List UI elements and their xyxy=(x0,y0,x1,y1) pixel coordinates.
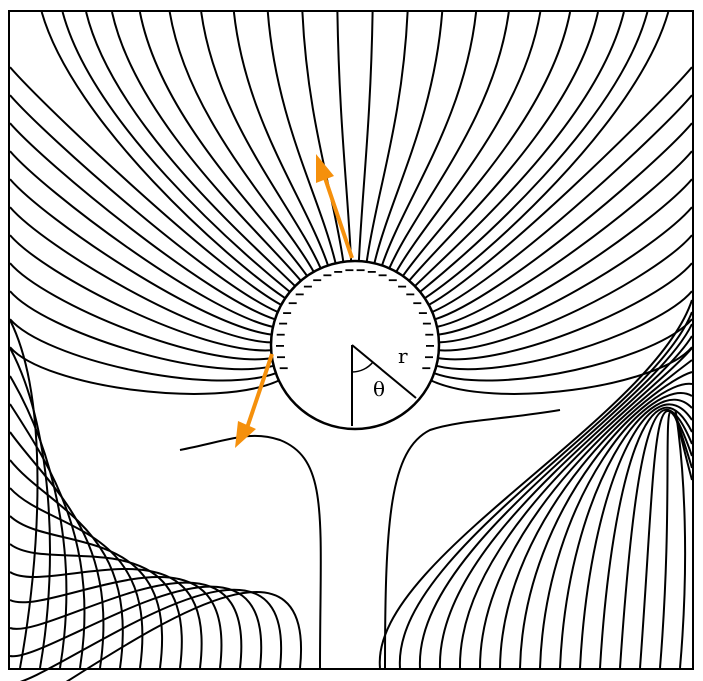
arrow-up xyxy=(316,154,354,259)
field-line-sphere xyxy=(357,11,374,262)
field-line-right xyxy=(458,347,693,669)
field-line-sphere xyxy=(424,11,670,300)
field-line-sphere xyxy=(428,66,693,306)
field-line-sphere xyxy=(373,11,444,264)
field-line-right xyxy=(378,299,693,669)
radius-line xyxy=(351,344,417,399)
field-line-right xyxy=(674,410,693,669)
field-line-sphere xyxy=(301,11,345,262)
field-line-left xyxy=(9,568,203,669)
field-line-sphere xyxy=(9,122,276,321)
field-line-sphere xyxy=(434,122,693,321)
field-line-sphere xyxy=(9,346,280,395)
field-line-sphere xyxy=(438,206,693,344)
sphere xyxy=(269,259,441,431)
field-line-sphere xyxy=(438,234,693,352)
field-line-sphere xyxy=(336,11,353,262)
field-line-sphere xyxy=(419,11,649,293)
field-line-sphere xyxy=(138,11,308,277)
arrow-down-left xyxy=(235,353,274,448)
field-line-right xyxy=(559,398,693,669)
field-line-left xyxy=(9,543,183,669)
field-line-sphere xyxy=(61,11,291,293)
field-line-sphere xyxy=(438,178,693,336)
field-line-right xyxy=(579,403,693,669)
field-line-sphere xyxy=(9,262,273,361)
field-line-sphere xyxy=(9,94,279,313)
field-line-right xyxy=(398,311,693,669)
field-line-sphere xyxy=(266,11,337,264)
field-line-right xyxy=(539,392,693,669)
field-line-under-right xyxy=(384,409,561,669)
diagram-frame xyxy=(8,10,694,670)
field-line-sphere xyxy=(414,11,625,287)
field-line-sphere xyxy=(402,11,572,277)
field-line-sphere xyxy=(408,11,599,282)
field-line-sphere xyxy=(9,318,277,382)
field-line-sphere xyxy=(9,178,272,336)
field-line-left xyxy=(9,585,263,669)
field-line-sphere xyxy=(200,11,322,269)
field-line-left xyxy=(9,576,223,669)
field-line-sphere xyxy=(437,262,693,361)
field-line-sphere xyxy=(85,11,296,287)
field-line-left xyxy=(9,319,39,669)
field-line-sphere xyxy=(9,206,272,344)
field-lines xyxy=(9,11,693,681)
field-line-under-left xyxy=(179,434,322,669)
field-line-left xyxy=(65,591,303,681)
radius-label: r xyxy=(398,344,408,368)
field-line-left xyxy=(19,588,283,681)
field-line-sphere xyxy=(111,11,302,282)
field-line-sphere xyxy=(40,11,286,300)
field-line-sphere xyxy=(168,11,315,273)
field-line-sphere xyxy=(9,150,274,328)
field-line-sphere xyxy=(381,11,478,266)
field-line-sphere xyxy=(9,234,272,352)
field-line-sphere xyxy=(395,11,542,273)
surface-charges xyxy=(276,269,434,370)
field-line-sphere xyxy=(388,11,510,269)
field-line-sphere xyxy=(365,11,409,262)
field-line-sphere xyxy=(433,318,693,382)
field-line-sphere xyxy=(9,66,282,306)
field-line-sphere xyxy=(436,150,693,328)
field-line-right xyxy=(519,382,693,669)
field-line-sphere xyxy=(430,346,693,395)
field-line-sphere xyxy=(232,11,329,266)
field-line-sphere xyxy=(431,94,693,313)
field-line-sphere xyxy=(9,290,274,371)
field-line-right xyxy=(499,371,693,669)
field-line-left xyxy=(9,515,163,669)
angle-label: θ xyxy=(373,377,385,401)
field-line-right xyxy=(479,359,693,669)
field-line-right xyxy=(418,323,693,669)
field-line-left xyxy=(9,581,243,669)
field-line-sphere xyxy=(436,290,693,371)
angle-arc xyxy=(351,361,374,373)
field-line-left xyxy=(9,459,124,669)
field-line-right xyxy=(438,335,693,669)
